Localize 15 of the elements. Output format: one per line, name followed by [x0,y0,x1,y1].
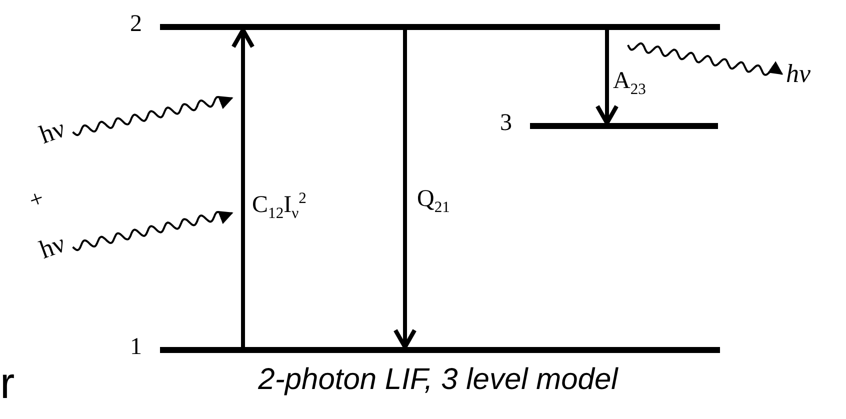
wavy-arrow [627,42,784,76]
caption: 2-photon LIF, 3 level model [258,363,618,396]
photon-label: hν [36,114,69,150]
arrow [231,28,255,347]
level-number: 2 [130,12,142,36]
level-number: 3 [500,111,512,135]
wavy-arrow [72,96,234,136]
plus-sign: + [26,186,48,214]
photon-label: hν [786,60,811,88]
arrow [393,30,417,350]
photon-label: hν [36,230,69,264]
level-number: 1 [130,335,142,359]
wavy-arrow [72,210,234,252]
arrow [595,30,619,126]
text-fragment: r [0,362,15,406]
